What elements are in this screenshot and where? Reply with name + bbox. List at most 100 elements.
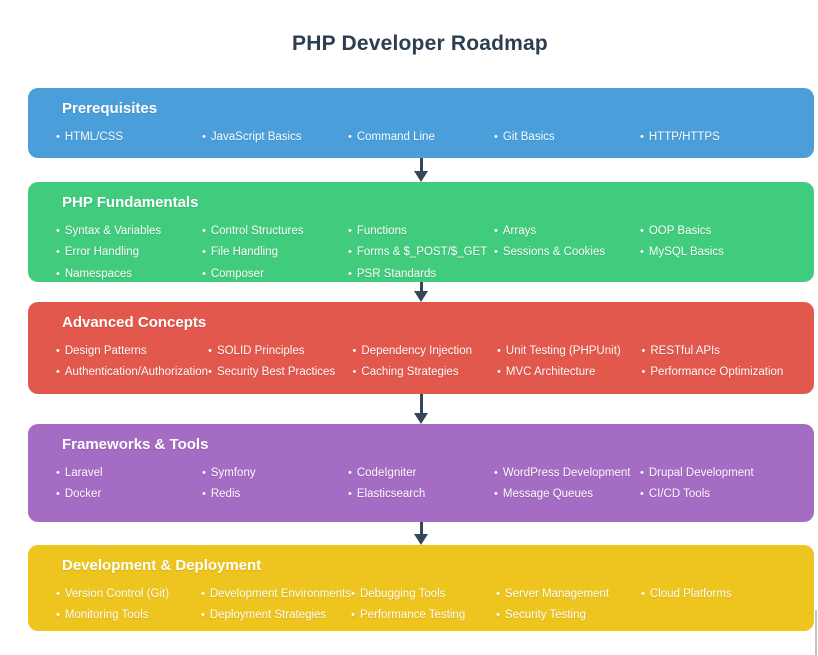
bullet-icon: •	[202, 267, 206, 280]
roadmap-item-label: Cloud Platforms	[649, 587, 732, 600]
roadmap-item: •Performance Optimization	[642, 366, 786, 378]
bullet-icon: •	[641, 344, 646, 357]
roadmap-item: •Namespaces	[56, 268, 202, 280]
section-advanced-concepts: Advanced Concepts•Design Patterns•SOLID …	[28, 302, 814, 394]
roadmap-item-label: Design Patterns	[64, 344, 147, 357]
bullet-icon: •	[200, 609, 205, 622]
roadmap-item: • Docker	[56, 488, 202, 500]
sections-container: Prerequisites•HTML/CSS•JavaScript Basics…	[28, 88, 814, 631]
flow-arrow-stem	[419, 158, 423, 171]
roadmap-item: • Syntax & Variables	[56, 225, 202, 237]
bullet-icon: •	[351, 587, 355, 600]
roadmap-item-label: Composer	[210, 267, 264, 280]
roadmap-item-label: Drupal Development	[648, 466, 754, 479]
bullet-icon: •	[56, 224, 60, 237]
roadmap-item-label: Redis	[210, 488, 241, 501]
roadmap-item: •Symfony	[202, 467, 348, 479]
roadmap-item-label: CI/CD Tools	[648, 488, 710, 501]
roadmap-item: •Git Basics	[494, 131, 640, 143]
roadmap-item-label: MySQL Basics	[648, 246, 724, 259]
flow-arrow	[28, 158, 814, 182]
bullet-icon: •	[497, 344, 501, 357]
bullet-icon: •	[200, 587, 205, 600]
roadmap-item-label: JavaScript Basics	[210, 130, 302, 143]
bullet-icon: •	[640, 130, 644, 143]
roadmap-item-label: MVC Architecture	[505, 366, 596, 379]
roadmap-item: • Redis	[202, 488, 348, 500]
roadmap-item-label: Syntax & Variables	[64, 224, 162, 237]
roadmap-item-label: Laravel	[64, 466, 103, 479]
roadmap-item-label: Forms & $_POST/$_GET	[356, 246, 488, 259]
section-title-advanced-concepts: Advanced Concepts	[62, 314, 207, 331]
bullet-icon: •	[496, 587, 500, 600]
flow-arrow-stem	[419, 394, 423, 413]
roadmap-item: •PSR Standards	[348, 268, 494, 280]
roadmap-item: •Authentication/Authorization	[56, 366, 208, 378]
bullet-icon: •	[352, 366, 357, 379]
flow-arrow-stem	[419, 282, 423, 291]
section-title-development-deployment: Development & Deployment	[62, 557, 262, 574]
items-grid-prerequisites: •HTML/CSS•JavaScript Basics•Command Line…	[56, 126, 786, 148]
flow-arrow-head	[414, 171, 428, 182]
roadmap-item-label: OOP Basics	[648, 224, 712, 237]
roadmap-item: • Debugging Tools	[351, 588, 496, 600]
roadmap-item: •Cloud Platforms	[641, 588, 786, 600]
roadmap-item-label: WordPress Development	[502, 466, 631, 479]
flow-arrow	[28, 394, 814, 424]
bullet-icon: •	[208, 344, 212, 357]
roadmap-item-label: Version Control (Git)	[64, 587, 170, 600]
roadmap-item-label: SOLID Principles	[216, 344, 305, 357]
roadmap-item-label: Docker	[64, 488, 102, 501]
bullet-icon: •	[202, 488, 206, 501]
bullet-icon: •	[348, 466, 352, 479]
roadmap-item-label: Command Line	[356, 130, 435, 143]
roadmap-item-label: Git Basics	[502, 130, 555, 143]
roadmap-item: • Composer	[202, 268, 348, 280]
roadmap-item: •Performance Testing	[351, 609, 496, 621]
roadmap-item: •WordPress Development	[494, 467, 640, 479]
roadmap-item: •File Handling	[202, 246, 348, 258]
roadmap-item: •RESTful APIs	[642, 345, 786, 357]
section-frameworks-tools: Frameworks & Tools•Laravel•Symfony•CodeI…	[28, 424, 814, 522]
roadmap-item: •Security Testing	[496, 609, 641, 621]
roadmap-item-label: Arrays	[502, 224, 537, 237]
roadmap-item-label: Debugging Tools	[359, 587, 446, 600]
roadmap-item-label: Development Environments	[209, 587, 352, 600]
items-grid-frameworks-tools: •Laravel•Symfony•CodeIgniter•WordPress D…	[56, 462, 786, 505]
bullet-icon: •	[56, 366, 60, 379]
bullet-icon: •	[640, 224, 644, 237]
right-edge-scrollbar[interactable]	[815, 610, 817, 655]
bullet-icon: •	[494, 224, 498, 237]
section-title-php-fundamentals: PHP Fundamentals	[62, 194, 199, 211]
roadmap-item: •Version Control (Git)	[56, 588, 201, 600]
flow-arrow-stem	[419, 522, 423, 534]
roadmap-item-label: Error Handling	[64, 246, 140, 259]
bullet-icon: •	[56, 466, 60, 479]
roadmap-item: • MVC Architecture	[497, 366, 641, 378]
bullet-icon: •	[351, 609, 355, 622]
bullet-icon: •	[56, 267, 60, 280]
roadmap-item-label: Security Testing	[504, 609, 586, 622]
bullet-icon: •	[640, 246, 644, 259]
bullet-icon: •	[56, 488, 60, 501]
roadmap-item-label: Elasticsearch	[356, 488, 426, 501]
roadmap-item-label: Message Queues	[502, 488, 593, 501]
bullet-icon: •	[202, 246, 206, 259]
section-title-prerequisites: Prerequisites	[62, 100, 158, 117]
roadmap-item: • OOP Basics	[640, 225, 786, 237]
roadmap-item: •Design Patterns	[56, 345, 208, 357]
bullet-icon: •	[641, 366, 646, 379]
roadmap-item: •Sessions & Cookies	[494, 246, 640, 258]
roadmap-item-label: Symfony	[210, 466, 256, 479]
roadmap-item-label: Unit Testing (PHPUnit)	[505, 344, 621, 357]
roadmap-item: • Control Structures	[202, 225, 348, 237]
roadmap-item: •Command Line	[348, 131, 494, 143]
bullet-icon: •	[497, 366, 501, 379]
bullet-icon: •	[202, 224, 206, 237]
roadmap-item: • Error Handling	[56, 246, 202, 258]
bullet-icon: •	[348, 246, 352, 259]
bullet-icon: •	[202, 130, 206, 143]
bullet-icon: •	[56, 246, 60, 259]
roadmap-item-label: Control Structures	[210, 224, 304, 237]
roadmap-item-label: Server Management	[504, 587, 610, 600]
